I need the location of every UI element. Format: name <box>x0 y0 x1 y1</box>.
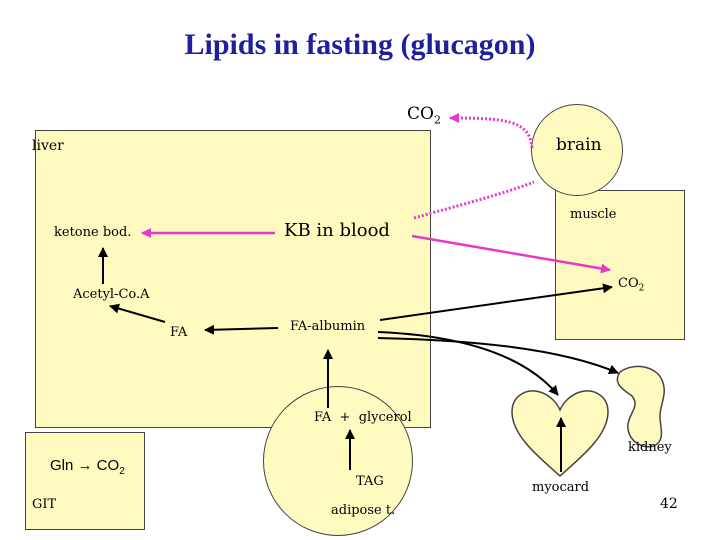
page-title: Lipids in fasting (glucagon) <box>184 28 536 61</box>
ketone-bod-label: ketone bod. <box>54 225 132 240</box>
albumin-to-muscle-arrow <box>379 283 613 321</box>
kb-in-blood-label: KB in blood <box>284 220 390 241</box>
fa-glycerol-label: FA + glycerol <box>314 410 412 425</box>
kb-to-muscle-co2-arrow <box>411 234 611 274</box>
myocard-label: myocard <box>532 480 590 495</box>
adipose-label: adipose t. <box>331 503 396 518</box>
page-number: 42 <box>660 496 678 512</box>
gln-co2-subscript: 2 <box>119 466 125 477</box>
kb-to-brain-arrow <box>413 180 535 220</box>
brain-to-co2-arrow <box>449 113 534 149</box>
co2-top-label: CO2 <box>407 104 441 127</box>
adipose-circle <box>263 386 413 536</box>
fa-label: FA <box>170 325 188 340</box>
git-label: GIT <box>32 497 57 512</box>
albumin-to-fa-arrow <box>204 324 279 335</box>
kidney-label: kidney <box>628 440 672 455</box>
fa-albumin-label: FA-albumin <box>290 319 366 334</box>
git-box <box>25 432 145 530</box>
muscle-label: muscle <box>570 207 617 222</box>
brain-circle <box>531 104 623 196</box>
right-arrow-glyph: → <box>77 457 93 474</box>
liver-label: liver <box>32 138 64 154</box>
co2-top-subscript: 2 <box>433 113 441 127</box>
albumin-to-myocard-arrow <box>377 331 559 396</box>
liver-box <box>35 130 431 428</box>
kidney-shape <box>616 365 665 448</box>
brain-label: brain <box>556 135 602 155</box>
gln-co2-label: Gln → CO2 <box>50 457 125 477</box>
tag-label: TAG <box>356 474 384 489</box>
fa-to-acetyl-arrow <box>109 303 166 323</box>
co2-muscle-label: CO2 <box>618 276 645 294</box>
albumin-to-kidney-arrow <box>377 337 619 375</box>
acetyl-coa-label: Acetyl-Co.A <box>73 287 150 302</box>
co2-muscle-subscript: 2 <box>638 283 645 294</box>
